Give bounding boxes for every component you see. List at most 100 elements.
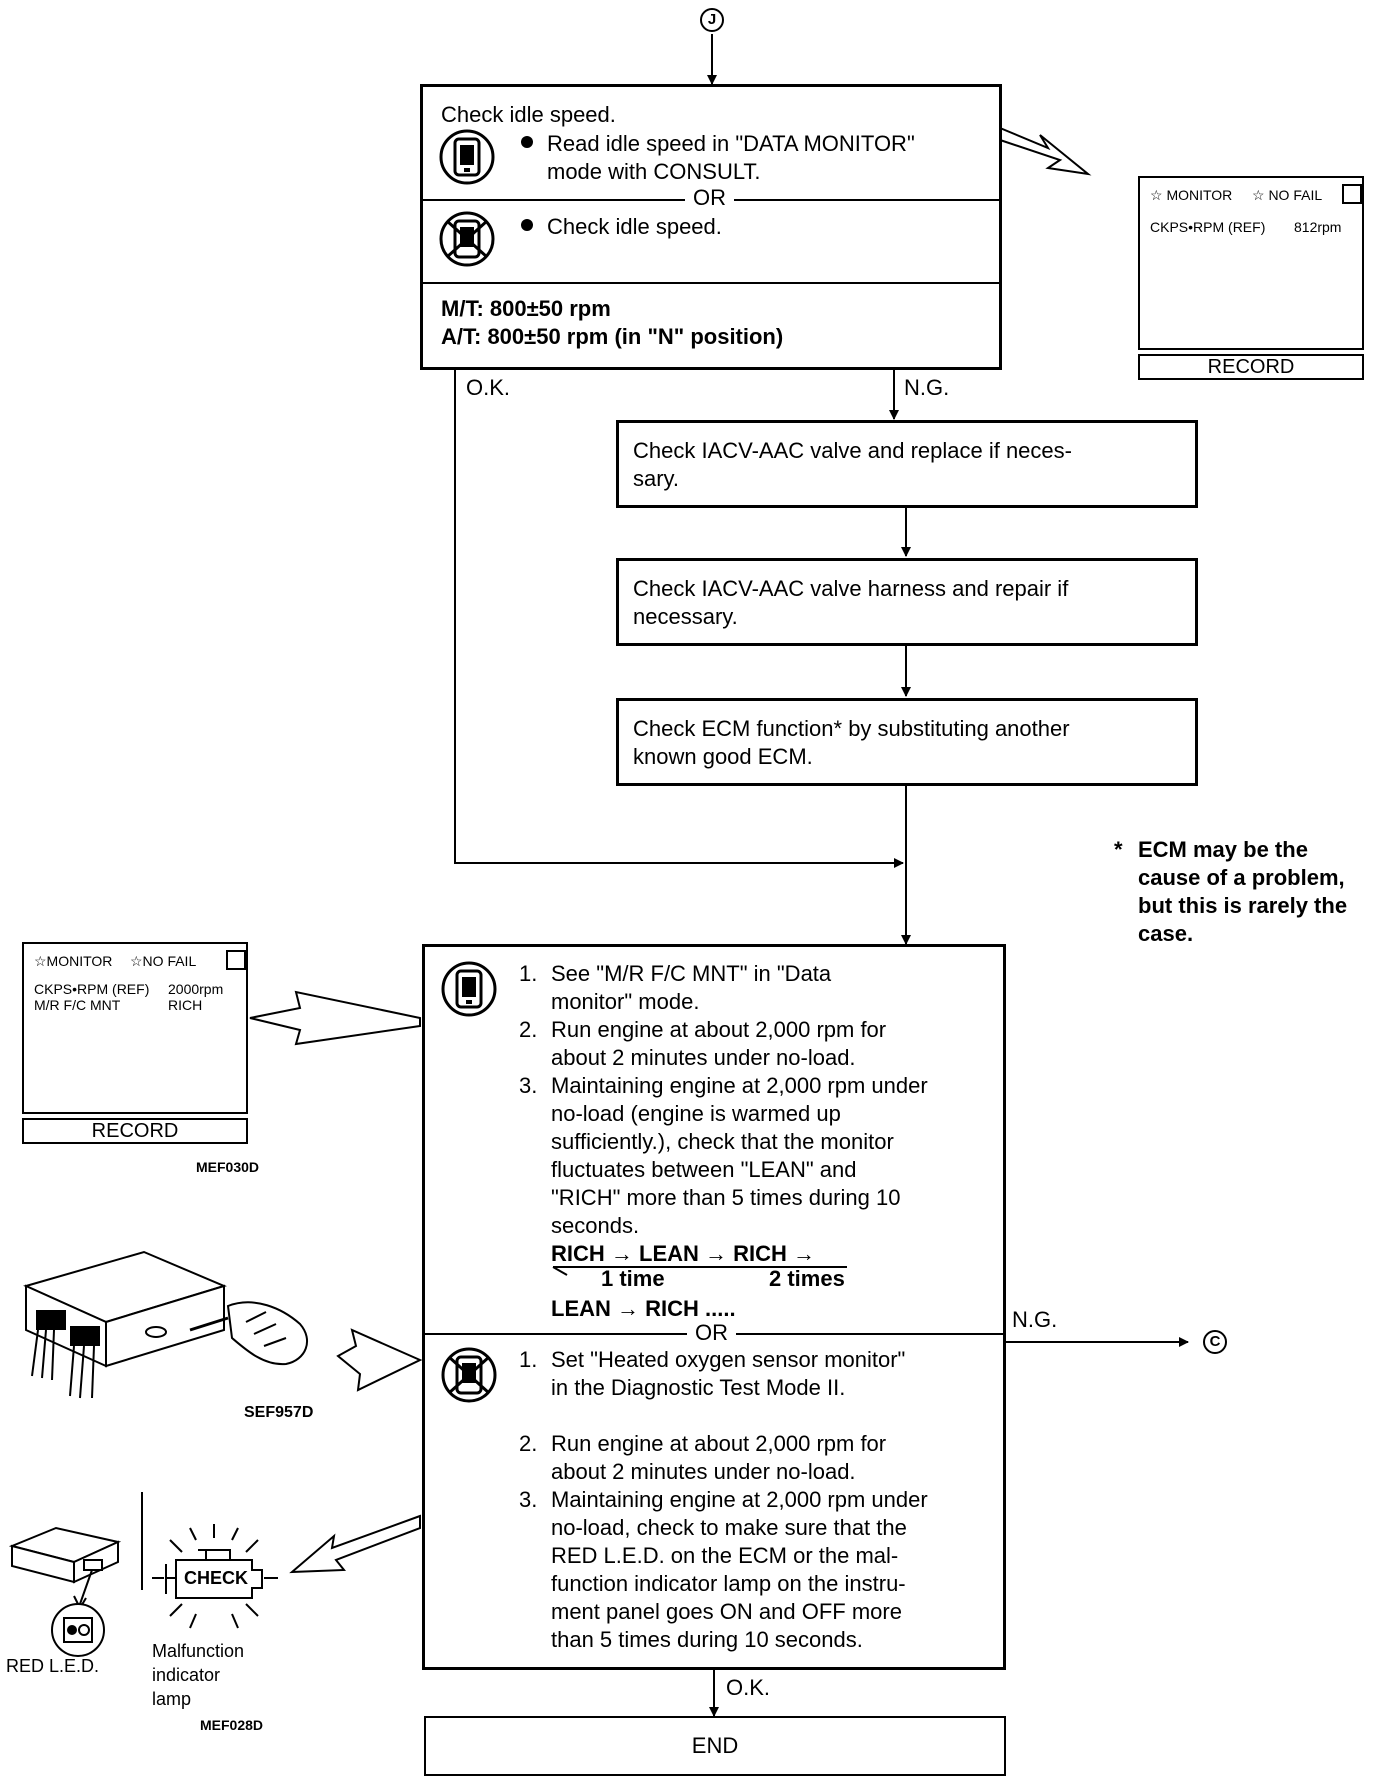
iacv1-line1: Check IACV-AAC valve and replace if nece…	[633, 438, 1072, 463]
spec-at: A/T: 800±50 rpm (in "N" position)	[441, 324, 784, 349]
connector-j-circle	[700, 8, 724, 32]
bullet-2	[521, 219, 533, 231]
monitor2-figure-code: MEF030D	[196, 1159, 260, 1175]
mil-label-line1: Malfunction	[152, 1641, 245, 1661]
step3-line1: Maintaining engine at 2,000 rpm under	[551, 1073, 928, 1098]
label-ok-2: O.K.	[726, 1675, 771, 1700]
step3-num: 3.	[519, 1073, 538, 1098]
mil-check-text: CHECK	[184, 1568, 249, 1588]
monitor1-header-nofail: ☆ NO FAIL	[1252, 187, 1323, 203]
alt-step3-line5: ment panel goes ON and OFF more	[551, 1599, 902, 1624]
step1-num: 1.	[519, 961, 538, 986]
alt-step3-num: 3.	[519, 1487, 538, 1512]
step2-line2: about 2 minutes under no-load.	[551, 1045, 856, 1070]
bullet-1	[521, 136, 533, 148]
monitor1-record-button: RECORD	[1138, 354, 1364, 380]
mil-label-line2: indicator	[152, 1665, 221, 1685]
monitor2-header-nofail: ☆NO FAIL	[130, 953, 197, 969]
ecm-line2: known good ECM.	[633, 744, 813, 769]
monitor1-header-monitor: ☆ MONITOR	[1150, 187, 1233, 203]
connector-c-circle	[1203, 1330, 1227, 1354]
end-label: END	[691, 1733, 739, 1758]
sequence-2times: 2 times	[769, 1266, 845, 1291]
monitor1-checkbox	[1342, 184, 1362, 204]
idle-box-title: Check idle speed.	[441, 102, 616, 127]
sequence-line2: LEAN → RICH .....	[551, 1296, 736, 1321]
monitor2-row2-value: RICH	[168, 997, 203, 1013]
ecm-line1: Check ECM function* by substituting anot…	[633, 716, 1070, 741]
monitor1-row1-label: CKPS•RPM (REF)	[1150, 219, 1266, 235]
sequence-line1: RICH → LEAN → RICH →	[551, 1241, 815, 1266]
iacv-replace-box: Check IACV-AAC valve and replace if nece…	[616, 420, 1198, 508]
consult-line-2: mode with CONSULT.	[547, 159, 761, 184]
led-figure-code: MEF028D	[200, 1717, 264, 1733]
step2-line1: Run engine at about 2,000 rpm for	[551, 1017, 887, 1042]
monitor2-header-monitor: ☆MONITOR	[34, 953, 113, 969]
label-ng-1: N.G.	[904, 375, 950, 400]
or-label-2: OR	[687, 1319, 736, 1347]
label-ok-1: O.K.	[466, 375, 511, 400]
monitor-screen-1: ☆ MONITOR ☆ NO FAIL CKPS•RPM (REF) 812rp…	[1138, 176, 1364, 350]
alt-step3-line6: than 5 times during 10 seconds.	[551, 1627, 863, 1652]
consult-icon	[439, 129, 495, 185]
or-label-1: OR	[685, 184, 734, 212]
ecm-figure-code: SEF957D	[244, 1404, 314, 1421]
monitor-screen-2: ☆MONITOR ☆NO FAIL CKPS•RPM (REF) 2000rpm…	[22, 942, 248, 1114]
footnote-line2: cause of a problem,	[1138, 865, 1345, 890]
consult-icon-2	[441, 961, 497, 1017]
step3-line4: fluctuates between "LEAN" and	[551, 1157, 857, 1182]
spec-divider	[423, 282, 999, 284]
alt-step3-line2: no-load, check to make sure that the	[551, 1515, 907, 1540]
arrow-ok-path	[454, 370, 904, 868]
monitor2-row1-label: CKPS•RPM (REF)	[34, 981, 150, 997]
iacv-harness-box: Check IACV-AAC valve harness and repair …	[616, 558, 1198, 646]
connector-c-label: C	[1209, 1333, 1221, 1350]
monitor1-row1-value: 812rpm	[1294, 219, 1342, 235]
footnote-line1: ECM may be the	[1138, 837, 1308, 862]
hollow-arrow-led	[289, 1514, 421, 1574]
step2-num: 2.	[519, 1017, 538, 1042]
mil-label-line3: lamp	[152, 1689, 192, 1709]
iacv1-line2: sary.	[633, 466, 680, 491]
oxygen-sensor-box: 1. See "M/R F/C MNT" in "Data monitor" m…	[422, 944, 1006, 1670]
connector-j-label: J	[707, 11, 717, 28]
label-ng-2: N.G.	[1012, 1307, 1058, 1332]
hollow-arrow-monitor1	[999, 126, 1092, 176]
footnote-line4: case.	[1138, 921, 1194, 946]
monitor2-row2-label: M/R F/C MNT	[34, 997, 121, 1013]
no-consult-icon	[439, 211, 495, 267]
alt-step3-line1: Maintaining engine at 2,000 rpm under	[551, 1487, 928, 1512]
monitor2-record-button: RECORD	[22, 1118, 248, 1144]
sequence-brackets	[552, 1266, 847, 1276]
sequence-1time: 1 time	[601, 1266, 665, 1291]
spec-mt: M/T: 800±50 rpm	[441, 296, 611, 321]
step1-line1: See "M/R F/C MNT" in "Data	[551, 961, 832, 986]
red-led-label: RED L.E.D.	[6, 1656, 100, 1676]
footnote-star: *	[1114, 837, 1123, 862]
alt-step1-line1: Set "Heated oxygen sensor monitor"	[551, 1347, 906, 1372]
red-led-illustration	[8, 1526, 122, 1657]
no-consult-line-1: Check idle speed.	[547, 214, 722, 239]
idle-speed-box: Check idle speed. Read idle speed in "DA…	[420, 84, 1002, 370]
alt-step2-num: 2.	[519, 1431, 538, 1456]
end-box: END	[424, 1716, 1006, 1776]
consult-line-1: Read idle speed in "DATA MONITOR"	[547, 131, 915, 156]
step1-line2: monitor" mode.	[551, 989, 700, 1014]
alt-step1-num: 1.	[519, 1347, 538, 1372]
alt-step3-line4: function indicator lamp on the instru-	[551, 1571, 906, 1596]
step3-line2: no-load (engine is warmed up	[551, 1101, 841, 1126]
no-consult-icon-2	[441, 1347, 497, 1403]
alt-step2-line1: Run engine at about 2,000 rpm for	[551, 1431, 887, 1456]
hollow-arrow-ecm	[336, 1328, 423, 1392]
alt-step1-line2: in the Diagnostic Test Mode II.	[551, 1375, 846, 1400]
iacv2-line2: necessary.	[633, 604, 738, 629]
monitor2-row1-value: 2000rpm	[168, 981, 224, 997]
step3-line3: sufficiently.), check that the monitor	[551, 1129, 894, 1154]
footnote-line3: but this is rarely the	[1138, 893, 1348, 918]
iacv2-line1: Check IACV-AAC valve harness and repair …	[633, 576, 1069, 601]
ecm-check-box: Check ECM function* by substituting anot…	[616, 698, 1198, 786]
hollow-arrow-monitor2	[249, 990, 421, 1046]
alt-step2-line2: about 2 minutes under no-load.	[551, 1459, 856, 1484]
step3-line5: "RICH" more than 5 times during 10	[551, 1185, 901, 1210]
